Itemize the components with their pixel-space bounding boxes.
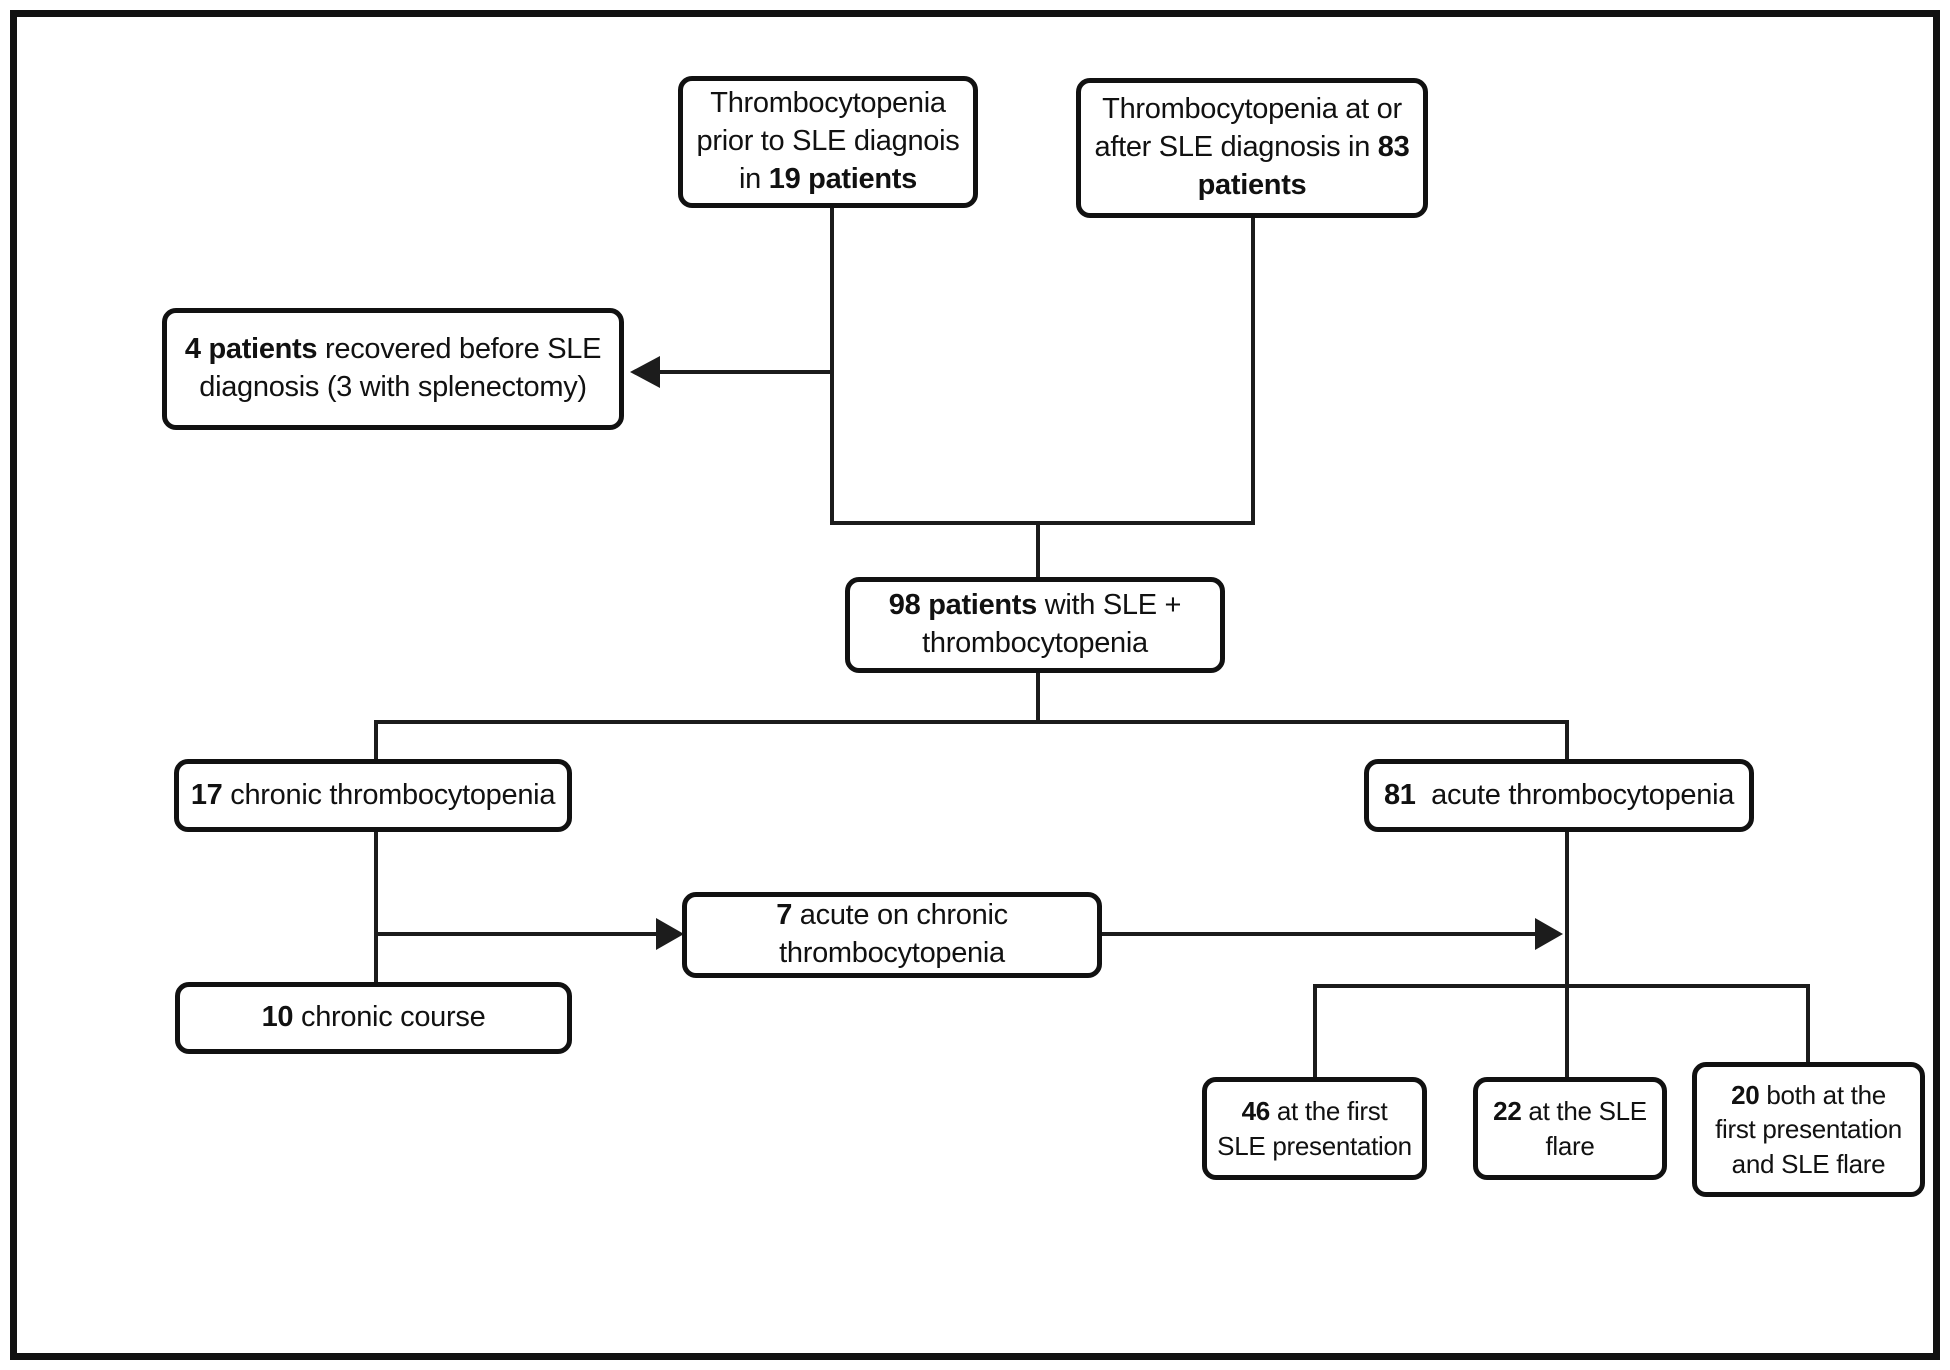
connector-branch-17-81 bbox=[374, 720, 1569, 761]
arrowhead-left-recovered bbox=[630, 356, 660, 388]
node-chronic-course-10: 10 chronic course bbox=[175, 982, 572, 1054]
node-chronic-thrombocytopenia-17: 17 chronic thrombocytopenia bbox=[174, 759, 572, 832]
node-total-sle-thrombocytopenia-98: 98 patients with SLE +thrombocytopenia bbox=[845, 577, 1225, 673]
node-acute-thrombocytopenia-81: 81 acute thrombocytopenia bbox=[1364, 759, 1754, 832]
figure-border-frame bbox=[10, 10, 1940, 1360]
arrowhead-into-7-box bbox=[656, 918, 684, 950]
connector-top-join bbox=[830, 208, 1255, 525]
connector-branch-46-20 bbox=[1313, 984, 1810, 1079]
arrowhead-into-81-line bbox=[1535, 918, 1563, 950]
